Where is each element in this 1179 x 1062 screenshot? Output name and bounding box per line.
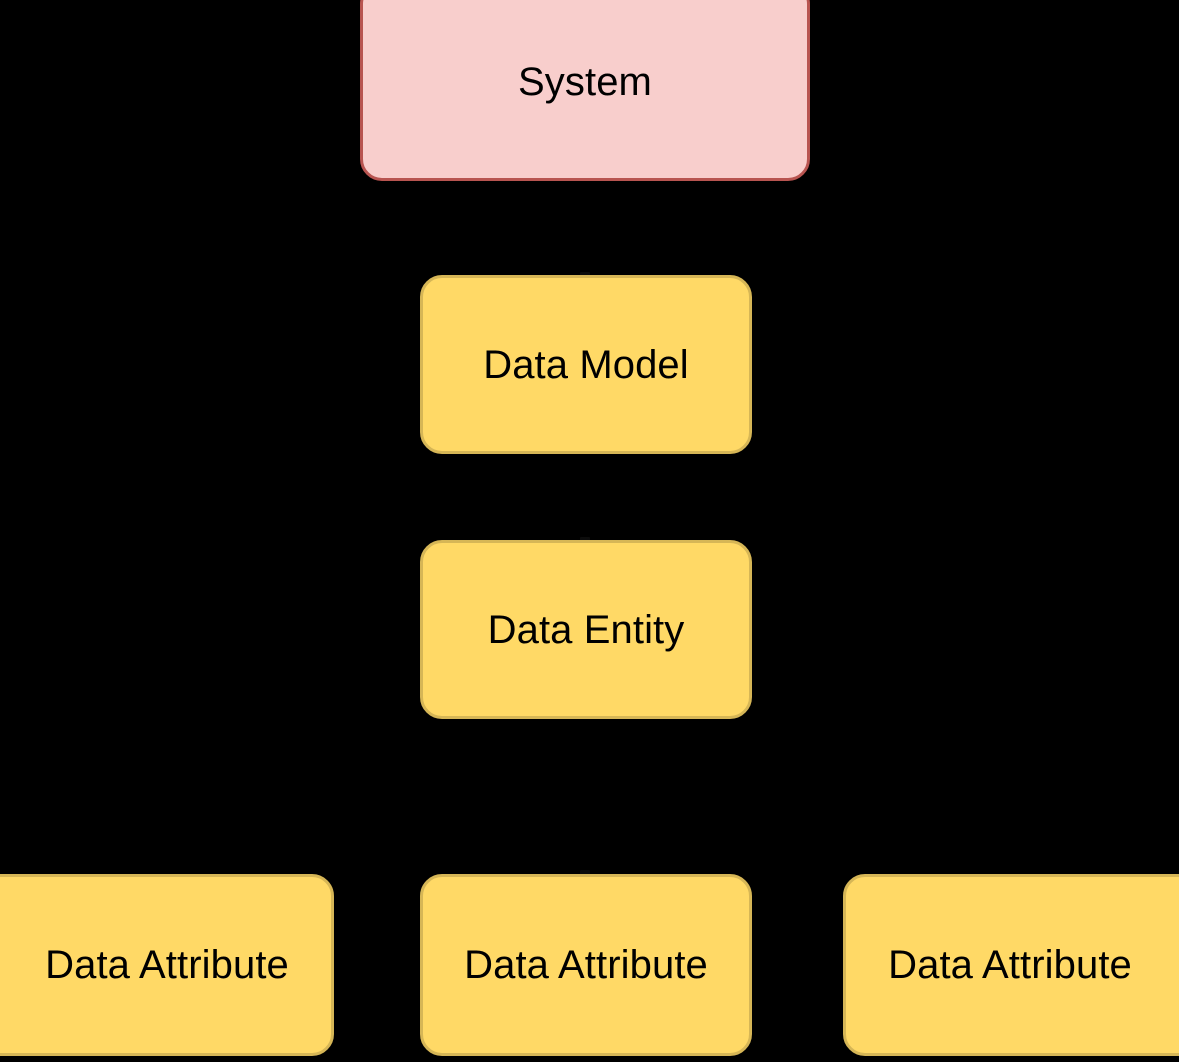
edge-data-entity-to-attribute-1	[585, 797, 587, 874]
edge-data-entity-trunk	[585, 719, 587, 797]
connector-stub-data-model-top	[580, 272, 590, 277]
node-system[interactable]: System	[360, 0, 810, 181]
edge-data-entity-to-attribute-2	[1020, 797, 1022, 874]
connector-stub-attribute-1-top	[580, 870, 590, 875]
node-data-entity[interactable]: Data Entity	[420, 540, 752, 719]
node-data-attribute-1[interactable]: Data Attribute	[420, 874, 752, 1056]
node-data-attribute-1-label: Data Attribute	[464, 943, 708, 987]
node-system-label: System	[518, 59, 652, 104]
node-data-entity-label: Data Entity	[487, 607, 685, 652]
edge-system-to-data-model	[585, 181, 587, 275]
node-data-attribute-2[interactable]: Data Attribute	[843, 874, 1179, 1056]
edge-data-entity-bus	[154, 797, 1020, 799]
edge-data-model-to-data-entity	[585, 454, 587, 540]
node-data-attribute-2-label: Data Attribute	[888, 943, 1132, 987]
node-data-model-label: Data Model	[483, 342, 689, 387]
node-data-model[interactable]: Data Model	[420, 275, 752, 454]
node-data-attribute-0-label: Data Attribute	[45, 943, 289, 987]
node-data-attribute-0[interactable]: Data Attribute	[0, 874, 334, 1056]
connector-stub-data-entity-top	[580, 537, 590, 542]
edge-data-entity-to-attribute-0	[154, 797, 156, 874]
